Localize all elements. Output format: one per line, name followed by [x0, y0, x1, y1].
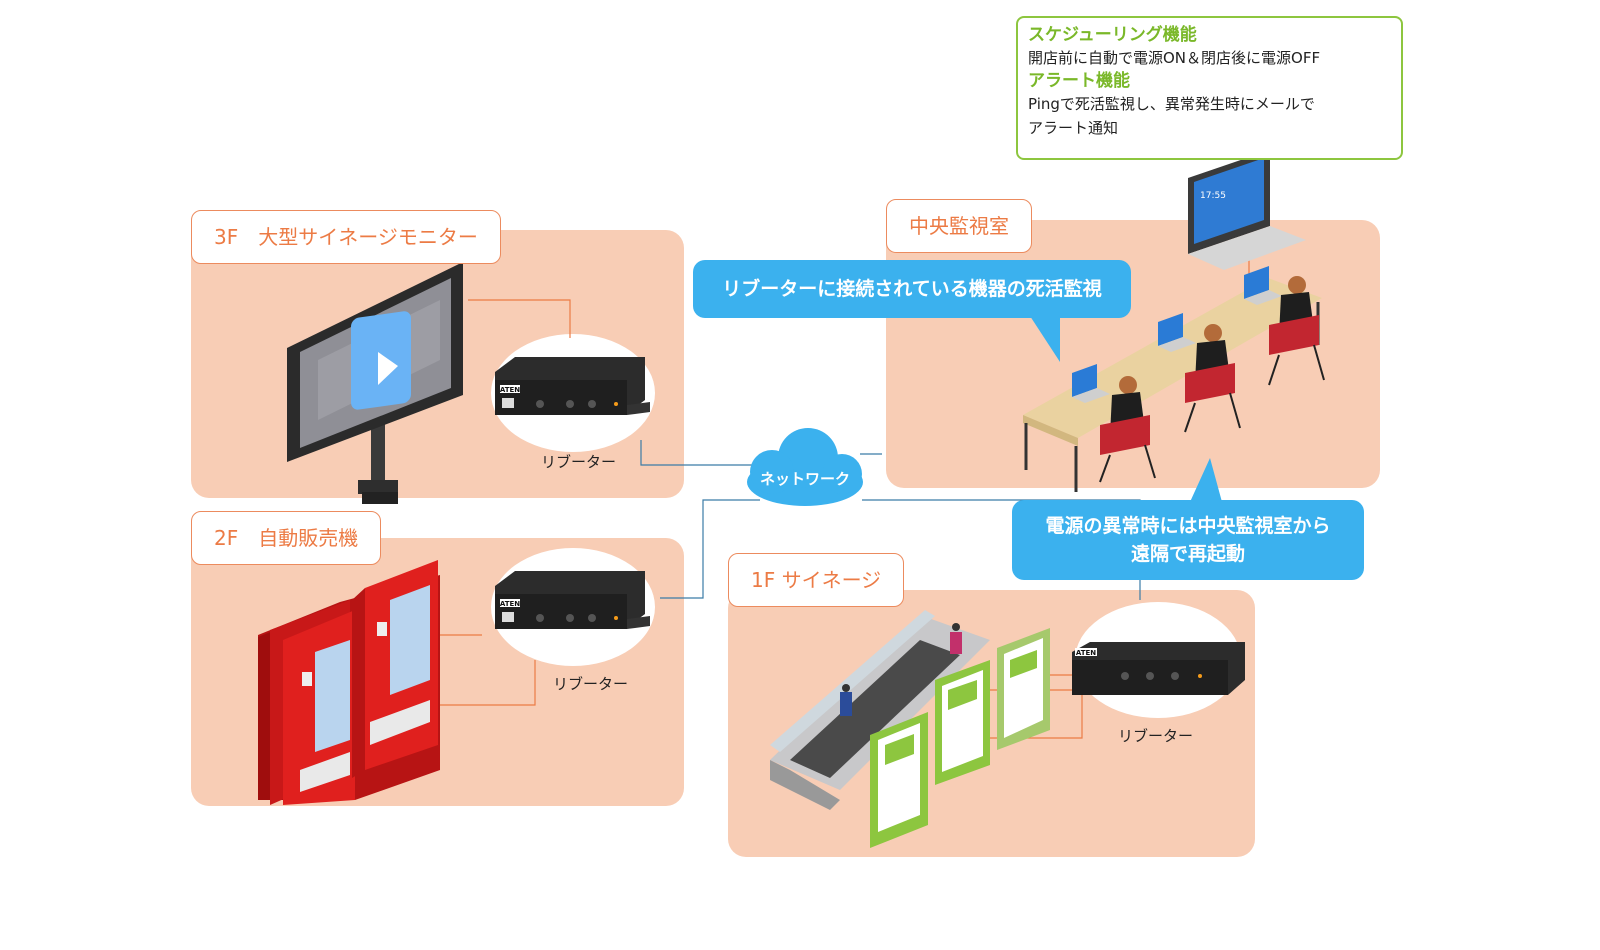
device-caption-floor2: リブーター	[553, 675, 629, 693]
alert-text-line2: アラート通知	[1028, 119, 1119, 137]
monitoring-bubble: リブーターに接続されている機器の死活監視	[693, 260, 1131, 318]
reboot-device-icon: ATEN	[495, 357, 650, 415]
reboot-device-icon: ATEN	[1072, 642, 1245, 695]
play-icon	[351, 311, 411, 410]
reboot-device-icon: ATEN	[495, 571, 650, 629]
laptop-icon: 17:55	[1188, 150, 1306, 270]
monitoring-bubble-text: リブーターに接続されている機器の死活監視	[722, 278, 1102, 300]
laptop-clock: 17:55	[1200, 191, 1226, 201]
device-brand-floor3: ATEN	[500, 386, 520, 394]
zone-label-floor1: 1F サイネージ	[728, 553, 905, 607]
reboot-bubble: 電源の異常時には中央監視室から 遠隔で再起動	[1012, 500, 1364, 580]
operator-icon	[1099, 276, 1325, 483]
reboot-bubble-line1: 電源の異常時には中央監視室から	[1045, 515, 1331, 537]
scheduling-title: スケジューリング機能	[1028, 25, 1197, 45]
device-brand-floor2: ATEN	[500, 600, 520, 608]
alert-title: アラート機能	[1028, 71, 1130, 91]
control-room-scene	[1023, 266, 1325, 492]
device-brand-floor1: ATEN	[1076, 649, 1096, 657]
signage-monitor	[287, 262, 463, 504]
device-caption-floor3: リブーター	[541, 453, 617, 471]
zone-label-control-room: 中央監視室	[886, 199, 1032, 253]
reboot-bubble-line2: 遠隔で再起動	[1130, 543, 1245, 565]
cloud-icon	[747, 428, 863, 506]
feature-info-box: スケジューリング機能 開店前に自動で電源ON＆閉店後に電源OFF アラート機能 …	[1016, 16, 1403, 160]
alert-text-line1: Pingで死活監視し、異常発生時にメールで	[1028, 95, 1315, 113]
floor1-signage	[870, 628, 1050, 848]
zone-label-floor3: 3F 大型サイネージモニター	[191, 210, 501, 264]
zone-label-floor2: 2F 自動販売機	[191, 511, 382, 565]
escalator-icon	[770, 610, 990, 810]
network-label: ネットワーク	[759, 470, 850, 488]
device-caption-floor1: リブーター	[1118, 727, 1194, 745]
scheduling-text: 開店前に自動で電源ON＆閉店後に電源OFF	[1028, 49, 1321, 67]
laptop-icon	[1072, 266, 1282, 403]
vending-machine-icon	[258, 560, 440, 805]
